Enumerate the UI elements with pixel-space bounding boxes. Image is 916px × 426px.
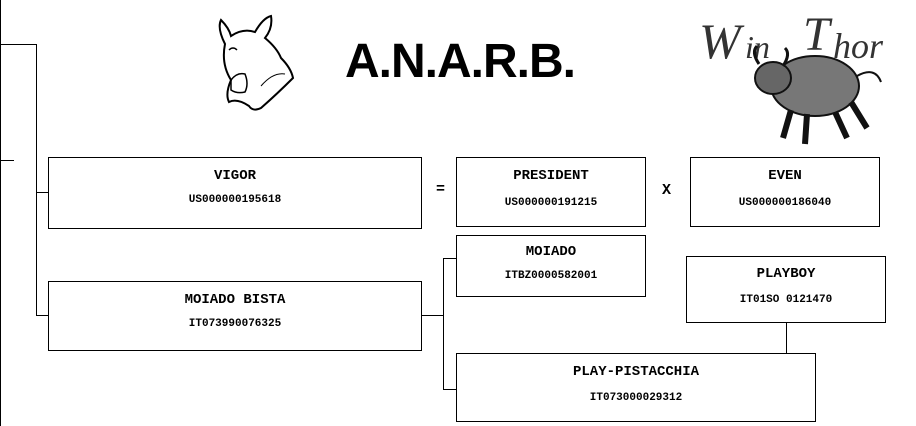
dam-to-children-h: [421, 315, 443, 316]
equals-sign: =: [436, 181, 445, 198]
dam-box: MOIADO BISTA IT073990076325: [48, 281, 422, 351]
sire-box: PRESIDENT US000000191215: [456, 157, 646, 227]
sire-mate-code: US000000186040: [691, 197, 879, 209]
page-title: A.N.A.R.B.: [345, 34, 575, 89]
cow-head-logo: [215, 14, 297, 114]
animal-name: VIGOR: [49, 168, 421, 184]
bracket-vertical: [36, 44, 37, 316]
sire-name: PRESIDENT: [457, 168, 645, 184]
bracket-top-h: [0, 44, 36, 45]
animal-code: US000000195618: [49, 194, 421, 206]
dam-dam-box: PLAY-PISTACCHIA IT073000029312: [456, 353, 816, 422]
dam-dam-sire-name: PLAYBOY: [687, 266, 885, 282]
moiado-h: [443, 258, 457, 259]
dam-dam-sire-code: IT01SO 0121470: [687, 294, 885, 306]
dam-code: IT073990076325: [49, 318, 421, 330]
left-border-line: [0, 0, 1, 426]
sire-code: US000000191215: [457, 197, 645, 209]
dam-dam-code: IT073000029312: [457, 392, 815, 404]
svg-text:W: W: [699, 13, 745, 69]
dam-dam-name: PLAY-PISTACCHIA: [457, 364, 815, 380]
play-pistacchia-h: [443, 389, 457, 390]
cross-sign: X: [662, 182, 671, 199]
animal-box: VIGOR US000000195618: [48, 157, 422, 229]
dam-sire-code: ITBZ0000582001: [457, 270, 645, 282]
bracket-vigor-h: [36, 192, 48, 193]
playboy-down-v: [786, 323, 787, 353]
bracket-moiado-bista-h: [36, 315, 48, 316]
dam-sire-box: MOIADO ITBZ0000582001: [456, 235, 646, 297]
dam-sire-name: MOIADO: [457, 244, 645, 260]
dam-dam-sire-box: PLAYBOY IT01SO 0121470: [686, 256, 886, 323]
winthor-bull-logo: W in T hor: [695, 6, 910, 151]
dam-children-vertical: [443, 258, 444, 390]
sire-mate-name: EVEN: [691, 168, 879, 184]
svg-text:T: T: [803, 8, 833, 61]
dam-name: MOIADO BISTA: [49, 292, 421, 308]
left-inner-tick: [0, 160, 14, 161]
svg-text:hor: hor: [833, 26, 884, 66]
sire-mate-box: EVEN US000000186040: [690, 157, 880, 227]
